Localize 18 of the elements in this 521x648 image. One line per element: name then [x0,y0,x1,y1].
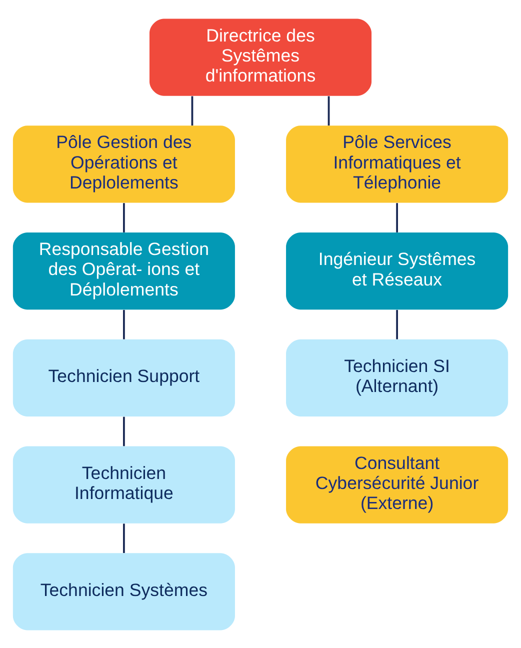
connector [396,202,398,232]
connector [328,96,330,126]
node-box: Responsable Gestion des Opêrat- ions et Déplolements [12,232,235,310]
node-box: Technicien Support [12,338,235,416]
connector [123,523,125,552]
node-box: Directrice des Systêmes d'informations [149,18,372,96]
node-box: Technicien SI (Alternant) [286,338,508,416]
node-box: Ingénieur Systêmes et Réseaux [286,232,508,310]
connector [396,309,398,339]
connector [123,416,125,446]
node-box: Pôle Gestion des Opérations et Deplolements [12,125,235,202]
node-box: Pôle Services Informatiques et Télephonie [286,125,508,202]
node-box: Technicien Systèmes [12,552,235,630]
connector [191,96,194,126]
connector [123,309,125,339]
connector [123,202,125,232]
node-box: Technicien Informatique [12,446,235,523]
node-box: Consultant Cybersécurité Junior (Externe) [286,446,508,523]
